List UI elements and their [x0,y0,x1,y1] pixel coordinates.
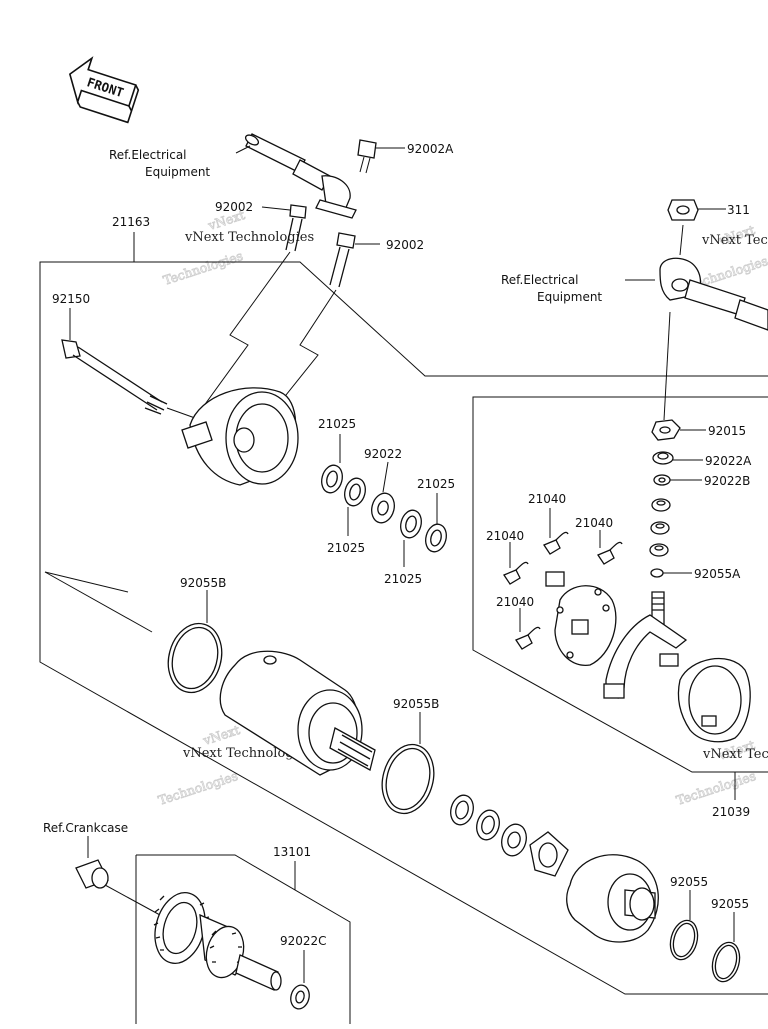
crankcase-bushing [75,836,161,916]
front-cover [566,854,659,943]
frame-lines [39,232,768,1024]
part-92022A: 92022A [705,454,752,468]
watermark-big: Technologies [161,248,244,288]
brush-springs [503,508,623,650]
part-92055B-a: 92055B [180,576,226,590]
ref-electrical-label-1: Ref.Electrical [109,148,187,162]
bolt-guides [189,251,337,426]
ref-electrical-label-2: Ref.Electrical [501,273,579,287]
part-92022B: 92022B [704,474,750,488]
part-21025-c: 21025 [327,541,365,555]
ref-crankcase-label: Ref.Crankcase [43,821,128,835]
brush-holder [545,571,617,666]
starter-motor [219,650,376,776]
equipment-label-2: Equipment [537,290,602,304]
bolt-92150 [61,308,196,419]
watermark-text: vNext Technologies [702,747,768,762]
watermark-big: vNext [200,722,241,748]
part-92002-left: 92002 [215,200,253,214]
front-arrow-icon: FRONT [68,56,140,124]
part-92022C: 92022C [280,934,327,948]
end-cover [181,387,299,486]
yoke-ring [677,657,751,800]
part-92015: 92015 [708,424,746,438]
o-ring-92055B-a [167,590,223,694]
starter-pinion [153,861,296,991]
bolt-92002A [357,139,405,174]
part-92055-a: 92055 [670,875,708,889]
front-washers [450,794,569,877]
right-hardware-stack [649,419,706,626]
brush-bracket [603,614,688,699]
part-92002-right: 92002 [386,238,424,252]
part-13101: 13101 [273,845,311,859]
electrical-cable-right [659,199,768,331]
part-21025-b: 21025 [417,477,455,491]
washer-92022C [290,950,310,1010]
washer-stack [321,434,447,567]
part-92055A: 92055A [694,567,741,581]
part-21040-c: 21040 [486,529,524,543]
part-311: 311 [727,203,750,217]
equipment-label-1: Equipment [145,165,210,179]
watermark-big: Technologies [674,768,757,808]
bolt-92002-left [261,204,307,252]
part-92022: 92022 [364,447,402,461]
watermark-text: vNext Technologies [184,230,314,245]
bolt-92002-right [329,232,380,288]
part-21040-d: 21040 [496,595,534,609]
part-labels: Ref.Electrical Equipment 92002A 92002 92… [43,142,752,948]
part-92150: 92150 [52,292,90,306]
part-21040-a: 21040 [528,492,566,506]
part-21025-d: 21025 [384,572,422,586]
watermark-text: vNext Technologies [701,233,768,248]
o-ring-92055 [669,890,741,983]
part-92055B-b: 92055B [393,697,439,711]
part-92002A: 92002A [407,142,454,156]
o-ring-92055B-b [381,712,435,815]
part-21025-a: 21025 [318,417,356,431]
watermark-big: Technologies [156,768,239,808]
part-92055-b: 92055 [711,897,749,911]
part-21163: 21163 [112,215,150,229]
electrical-cable-left [244,133,357,219]
part-21039: 21039 [712,805,750,819]
part-21040-b: 21040 [575,516,613,530]
